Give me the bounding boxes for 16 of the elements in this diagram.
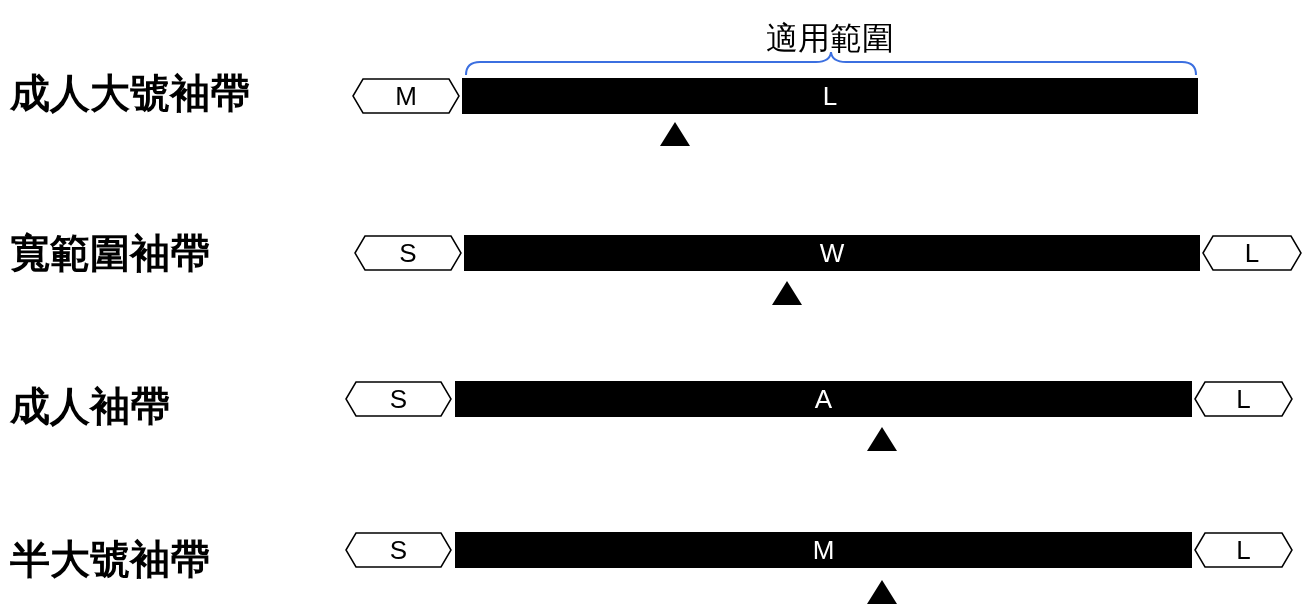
range-bar: W <box>464 235 1200 271</box>
range-label: 適用範圍 <box>766 18 894 58</box>
row-title: 半大號袖帶 <box>10 536 210 583</box>
row-title: 寬範圍袖帶 <box>10 230 210 277</box>
size-tab: M <box>352 78 460 114</box>
row-title: 成人袖帶 <box>10 383 170 430</box>
size-tab: L <box>1194 532 1293 568</box>
size-tab: L <box>1202 235 1302 271</box>
size-tab: S <box>345 381 452 417</box>
range-bar: M <box>455 532 1192 568</box>
size-tab: L <box>1194 381 1293 417</box>
size-tab: S <box>354 235 462 271</box>
row-title: 成人大號袖帶 <box>10 70 250 117</box>
range-bar: L <box>462 78 1198 114</box>
size-tab: S <box>345 532 452 568</box>
range-bar: A <box>455 381 1192 417</box>
